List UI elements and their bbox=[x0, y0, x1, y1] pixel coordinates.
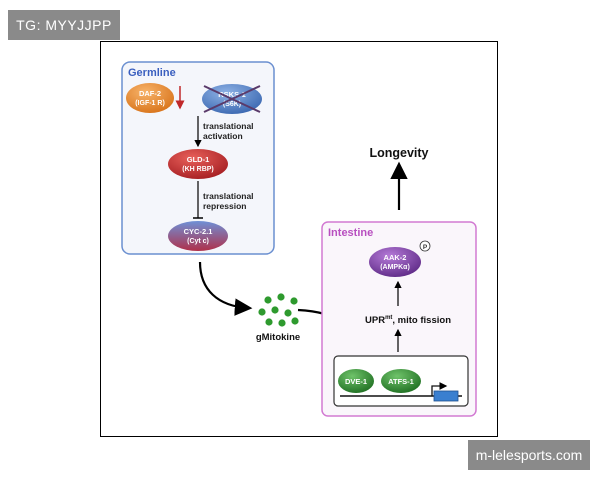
repression-label-1: translational bbox=[203, 191, 254, 201]
germline-title: Germline bbox=[128, 67, 176, 79]
gmitokine-label: gMitokine bbox=[256, 332, 300, 343]
aak2-sublabel: (AMPKα) bbox=[380, 264, 410, 271]
gmitokine-cluster bbox=[258, 293, 299, 327]
watermark-bottom: m-lelesports.com bbox=[468, 440, 590, 470]
rsks1-sublabel: (S6K) bbox=[223, 101, 241, 108]
cyc21-node bbox=[168, 221, 228, 251]
intestine-title: Intestine bbox=[328, 227, 373, 239]
activation-label-1: translational bbox=[203, 121, 254, 131]
atfs1-label: ATFS-1 bbox=[388, 377, 414, 386]
phospho-label: P bbox=[423, 244, 428, 251]
gld1-label: GLD-1 bbox=[187, 155, 210, 164]
gld1-node bbox=[168, 149, 228, 179]
aak2-node bbox=[369, 247, 421, 277]
aak2-label: AAK-2 bbox=[384, 253, 407, 262]
tss-arrow bbox=[431, 382, 448, 396]
daf2-node bbox=[126, 83, 174, 113]
target-gene bbox=[433, 390, 459, 402]
watermark-top: TG: MYYJJPP bbox=[8, 10, 120, 40]
gld1-sublabel: (KH RBP) bbox=[182, 166, 214, 173]
phospho-badge bbox=[419, 240, 431, 252]
longevity-label: Longevity bbox=[369, 146, 428, 160]
dve1-label: DVE-1 bbox=[345, 377, 367, 386]
dve1-node bbox=[338, 369, 374, 393]
atfs1-node bbox=[381, 369, 421, 393]
rsks1-label: RSKS-1 bbox=[218, 90, 246, 99]
activation-label-2: activation bbox=[203, 131, 243, 141]
cyc21-sublabel: (Cyt c) bbox=[187, 238, 209, 245]
repression-label-2: repression bbox=[203, 201, 246, 211]
secretion-arrow bbox=[198, 261, 253, 316]
daf2-sublabel: (IGF-1 R) bbox=[135, 100, 165, 107]
cyc21-label: CYC-2.1 bbox=[184, 227, 213, 236]
upr-label: UPRmt, mito fission bbox=[365, 315, 451, 326]
cross-line-2 bbox=[203, 85, 261, 113]
figure-frame bbox=[100, 41, 498, 437]
daf2-label: DAF-2 bbox=[139, 89, 161, 98]
